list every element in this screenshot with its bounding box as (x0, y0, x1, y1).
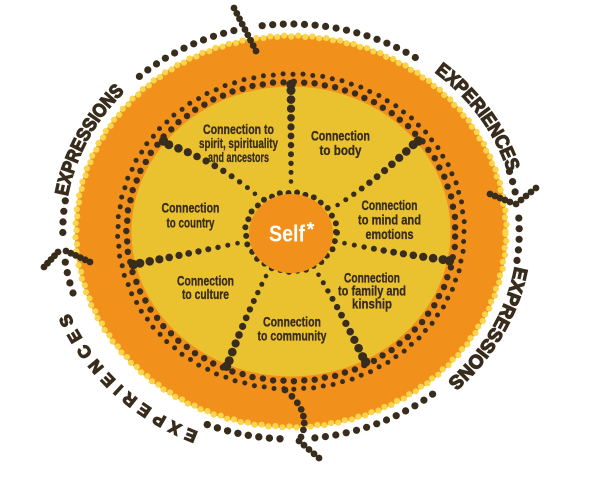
svg-text:Self: Self (269, 221, 305, 247)
